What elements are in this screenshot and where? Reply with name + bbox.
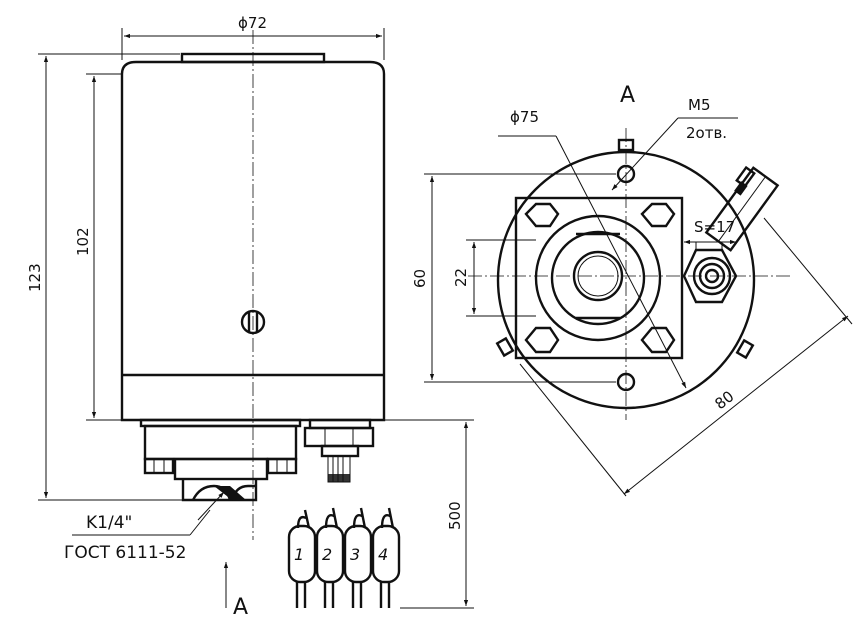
neck <box>173 457 269 481</box>
m5-leader <box>611 117 679 191</box>
side-terminal <box>704 165 780 252</box>
dim-80: 80 <box>711 387 737 413</box>
dim-102: 102 <box>74 227 92 256</box>
view-a: A <box>411 83 853 497</box>
port-ring-mid <box>550 230 646 326</box>
view-arrow-label: A <box>233 595 248 620</box>
thread-label: K1/4" <box>86 513 132 533</box>
gland-hex <box>303 426 375 448</box>
flange-nut-left <box>143 457 175 475</box>
m5-label: M5 <box>688 96 711 114</box>
corner-nut-tl <box>524 202 560 228</box>
body-screw <box>240 309 266 335</box>
wire-3: 3 <box>343 507 373 608</box>
corner-nut-tr <box>640 202 676 228</box>
flange-nut-right <box>266 457 298 475</box>
gland-neck <box>320 444 360 458</box>
dim-123: 123 <box>26 263 44 292</box>
dim-22: 22 <box>452 268 470 287</box>
standard-label: ГОСТ 6111-52 <box>64 543 186 563</box>
wire-4: 4 <box>371 507 401 608</box>
dim-500: 500 <box>446 501 464 530</box>
wire-1-label: 1 <box>294 545 304 564</box>
base-flange <box>143 424 298 461</box>
top-tab <box>617 138 635 152</box>
thread-fitting <box>181 479 258 502</box>
dim-dia75: ϕ75 <box>510 108 539 126</box>
wire-terminals: 1 2 3 4 500 <box>287 419 474 609</box>
right-tab <box>735 338 755 360</box>
dim-line-dia75 <box>555 135 687 389</box>
port-ring-inner <box>572 250 624 302</box>
view-title: A <box>620 83 635 108</box>
corner-nut-bl <box>524 326 560 354</box>
holes-label: 2отв. <box>686 124 727 142</box>
dim-60: 60 <box>411 269 429 288</box>
dim-s17: S=17 <box>694 218 735 236</box>
wire-3-label: 3 <box>350 545 360 564</box>
wire-4-label: 4 <box>378 545 388 564</box>
mount-hole-top <box>616 164 636 184</box>
left-tab <box>495 336 515 358</box>
wire-2-label: 2 <box>322 545 332 564</box>
corner-nut-br <box>640 326 676 354</box>
wire-2: 2 <box>315 507 345 608</box>
wire-1: 1 <box>287 509 317 608</box>
thread-leader <box>197 491 225 521</box>
port-ring-outer <box>534 214 662 342</box>
dim-dia72: ϕ72 <box>238 14 267 32</box>
dim-line-80 <box>623 315 849 495</box>
side-view: ϕ72 123 102 K1/4" ГОСТ 6111-52 A <box>26 14 386 620</box>
square-flange <box>514 196 684 360</box>
motor-body <box>120 60 386 422</box>
